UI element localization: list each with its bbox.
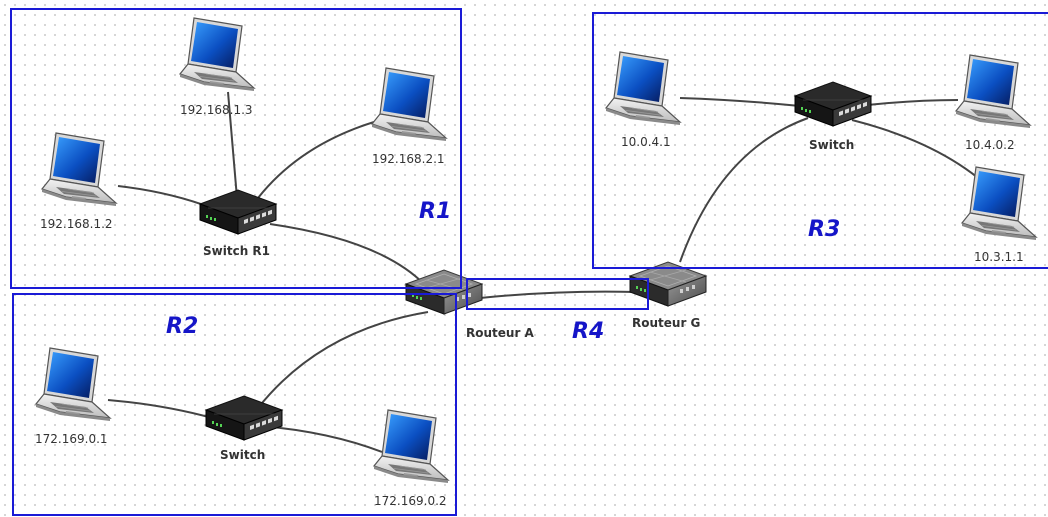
link-pc-192-168-1-2-switch-r1: [117, 185, 213, 209]
label-172-169-0-1: 172.169.0.1: [35, 432, 108, 446]
link-pc-10-0-4-1-switch-r3: [679, 97, 801, 107]
label-routeur-g: Routeur G: [632, 316, 700, 330]
label-192-168-1-3: 192.168.1.3: [180, 103, 253, 117]
zone-label-r3: R3: [808, 217, 840, 242]
zone-label-r4: R4: [572, 319, 604, 344]
link-switch-r1-routeur-a: [269, 223, 425, 285]
link-pc-192-168-1-3-switch-r1: [227, 91, 238, 199]
zone-box-r1: [10, 8, 462, 289]
laptop-icon-192-168-1-2: [41, 132, 117, 207]
link-switch-r3-pc-10-4-0-2: [859, 99, 959, 107]
laptop-icon-10-3-1-1: [961, 166, 1037, 241]
zone-box-r3: [592, 12, 1048, 269]
link-switch-r2-pc-172-169-0-2: [261, 425, 383, 453]
link-pc-192-168-2-1-switch-r1: [257, 121, 375, 199]
switch-icon-r1: [199, 189, 277, 235]
label-10-4-0-2: 10.4.0.2: [965, 138, 1015, 152]
label-192-168-1-2: 192.168.1.2: [40, 217, 113, 231]
laptop-icon-10-0-4-1: [605, 51, 681, 126]
laptop-icon-10-4-0-2: [955, 54, 1031, 129]
laptop-icon-172-169-0-2: [373, 409, 449, 484]
label-switch-r3: Switch: [809, 138, 854, 152]
label-10-3-1-1: 10.3.1.1: [974, 250, 1024, 264]
label-192-168-2-1: 192.168.2.1: [372, 152, 445, 166]
label-routeur-a: Routeur A: [466, 326, 535, 340]
link-routeur-a-routeur-g: [479, 290, 637, 299]
laptop-icon-172-169-0-1: [35, 347, 111, 422]
label-switch-r1: Switch R1: [203, 244, 270, 258]
zone-label-r1: R1: [419, 199, 451, 224]
link-routeur-a-switch-r2: [257, 311, 429, 409]
switch-icon-r2: [205, 395, 283, 441]
label-10-0-4-1: 10.0.4.1: [621, 135, 671, 149]
link-pc-172-169-0-1-switch-r2: [107, 399, 213, 419]
link-routeur-g-switch-r3: [679, 117, 809, 263]
label-switch-r2: Switch: [220, 448, 265, 462]
zone-label-r2: R2: [166, 314, 198, 339]
label-172-169-0-2: 172.169.0.2: [374, 494, 447, 508]
zone-box-r2: [12, 293, 457, 516]
laptop-icon-192-168-2-1: [371, 67, 447, 142]
laptop-icon-192-168-1-3: [179, 17, 255, 92]
zone-box-r4: [466, 278, 649, 310]
